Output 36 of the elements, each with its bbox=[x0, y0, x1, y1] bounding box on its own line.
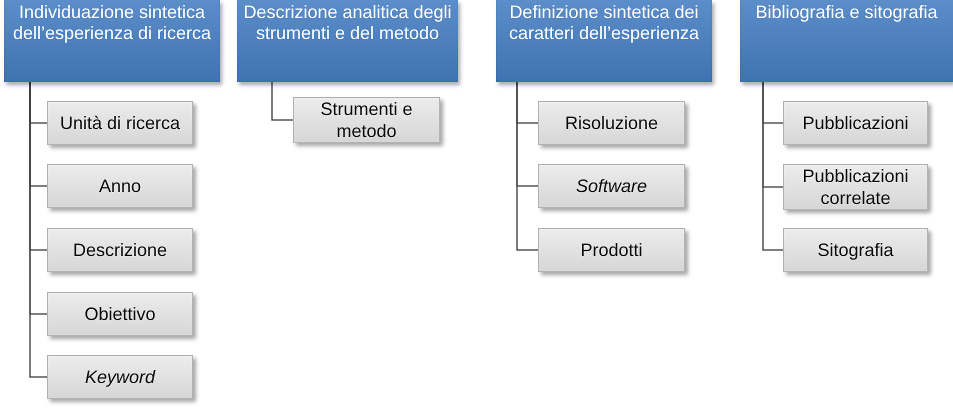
header-box bbox=[4, 0, 220, 82]
item-box bbox=[538, 164, 685, 208]
box-label: Unità di ricerca bbox=[60, 112, 180, 134]
box-label: Bibliografia e sitografia bbox=[755, 2, 938, 23]
item-box bbox=[47, 101, 193, 145]
box-label: Sitografia bbox=[817, 239, 894, 261]
box-label: Strumenti e metodo bbox=[319, 98, 414, 142]
connector-line bbox=[271, 82, 293, 121]
header-box bbox=[740, 0, 953, 82]
box-label: Keyword bbox=[84, 366, 156, 388]
box-label: Individuazione sintetica dell’esperienza di ricerca bbox=[12, 2, 212, 44]
item-box bbox=[47, 355, 193, 399]
box-label: Prodotti bbox=[580, 239, 643, 261]
item-box bbox=[783, 228, 928, 272]
item-box bbox=[783, 164, 928, 210]
item-box bbox=[538, 101, 685, 145]
box-label: Pubblicazioni bbox=[802, 112, 909, 134]
box-label: Risoluzione bbox=[564, 112, 658, 134]
item-box bbox=[538, 228, 685, 272]
box-label: Software bbox=[576, 175, 648, 197]
item-box bbox=[47, 228, 193, 272]
box-label: Anno bbox=[98, 175, 142, 197]
header-box bbox=[496, 0, 712, 82]
box-label: Obiettivo bbox=[84, 303, 156, 325]
item-box bbox=[783, 101, 928, 145]
box-label: Pubblicazioni correlate bbox=[801, 165, 910, 209]
connector-line bbox=[762, 82, 783, 251]
connector-line bbox=[29, 82, 47, 378]
item-box bbox=[293, 97, 440, 143]
header-box bbox=[237, 0, 458, 82]
box-label: Definizione sintetica dei caratteri dell’esperienza bbox=[508, 2, 700, 44]
box-label: Descrizione bbox=[72, 239, 168, 261]
item-box bbox=[47, 164, 193, 208]
box-label: Descrizione analitica degli strumenti e del metodo bbox=[242, 2, 453, 44]
connector-line bbox=[516, 82, 538, 251]
item-box bbox=[47, 292, 193, 336]
